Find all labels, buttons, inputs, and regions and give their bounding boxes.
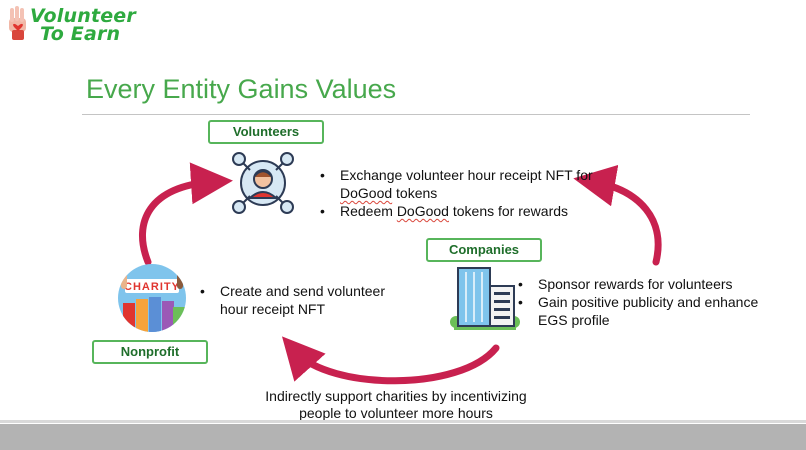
companies-tag: Companies — [426, 238, 542, 262]
hand-heart-icon — [9, 6, 26, 40]
nonprofit-bullet-line-2: hour receipt NFT — [220, 301, 326, 317]
dogood-term: DoGood — [396, 203, 449, 219]
companies-bullet-2: Gain positive publicity and enhance EGS … — [516, 293, 796, 329]
volunteers-tag: Volunteers — [208, 120, 324, 144]
caption-line-2: people to volunteer more hours — [299, 405, 493, 421]
arrow-companies-to-nonprofit — [281, 336, 500, 385]
charity-badge-text: CHARITY — [124, 281, 180, 293]
charity-hands-icon: CHARITY — [118, 264, 186, 332]
indirect-support-caption: Indirectly support charities by incentiv… — [196, 388, 596, 422]
logo-line-2: To Earn — [40, 23, 121, 45]
volunteers-bullet-2-pre: Redeem — [340, 203, 397, 219]
footer-divider — [0, 420, 806, 423]
office-building-icon — [450, 267, 520, 330]
nonprofit-bullet-1: Create and send volunteer hour receipt N… — [198, 282, 418, 318]
caption-line-1: Indirectly support charities by incentiv… — [265, 388, 527, 404]
logo-line-1: Volunteer — [30, 5, 136, 27]
footer-band — [0, 424, 806, 450]
title-divider — [82, 114, 750, 115]
nonprofit-tag: Nonprofit — [92, 340, 208, 364]
volunteers-bullet-2: Redeem DoGood tokens for rewards — [318, 202, 618, 220]
companies-bullet-2-line-2: EGS profile — [538, 312, 610, 328]
volunteers-bullet-1-text: Exchange volunteer hour receipt NFT for — [340, 167, 593, 183]
companies-bullets: Sponsor rewards for volunteers Gain posi… — [516, 275, 796, 329]
volunteers-bullet-2-tail: tokens for rewards — [448, 203, 569, 219]
dogood-term: DoGood — [340, 185, 393, 201]
nonprofit-bullet-line-1: Create and send volunteer — [220, 283, 385, 299]
volunteers-bullet-1: Exchange volunteer hour receipt NFT for … — [318, 166, 618, 202]
companies-bullet-1: Sponsor rewards for volunteers — [516, 275, 796, 293]
slide-title: Every Entity Gains Values — [86, 74, 397, 104]
nonprofit-bullets: Create and send volunteer hour receipt N… — [198, 282, 418, 318]
volunteers-bullets: Exchange volunteer hour receipt NFT for … — [318, 166, 618, 220]
volunteer-network-icon — [232, 152, 294, 214]
volunteers-bullet-1-tail: tokens — [392, 185, 438, 201]
companies-bullet-2-line-1: Gain positive publicity and enhance — [538, 294, 759, 310]
arrow-nonprofit-to-volunteers — [138, 162, 233, 266]
